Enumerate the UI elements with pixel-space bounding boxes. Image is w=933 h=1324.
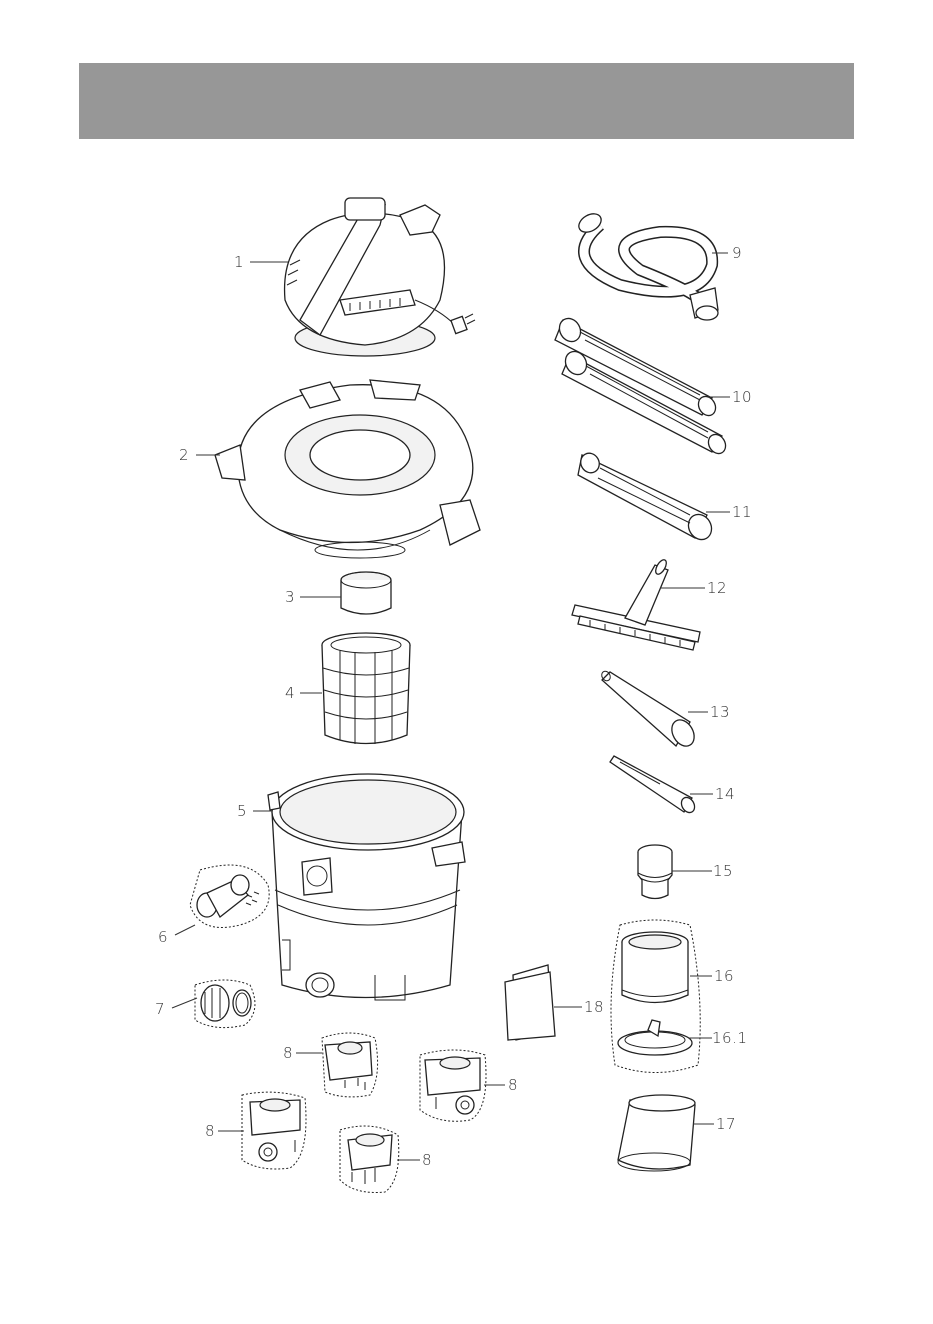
part-label-17: 17 [716, 1115, 736, 1133]
lid-icon [215, 380, 480, 558]
part-label-15: 15 [713, 862, 733, 880]
extension-wands-icon [555, 315, 729, 457]
part-label-8a: 8 [283, 1044, 293, 1062]
floor-nozzle-icon [572, 558, 700, 650]
part-label-10: 10 [732, 388, 752, 406]
part-label-11: 11 [732, 503, 752, 521]
hose-adapter-icon [638, 845, 672, 899]
part-label-16-1: 16.1 [712, 1029, 747, 1047]
caster-foot-icon [420, 1050, 486, 1121]
utility-nozzle-icon [600, 670, 699, 750]
foam-sleeve-icon [618, 1095, 695, 1171]
part-label-6: 6 [158, 928, 168, 946]
manual-icon [505, 965, 555, 1040]
crevice-tool-icon [610, 756, 697, 815]
caster-foot-icon [340, 1126, 399, 1193]
part-label-9: 9 [732, 244, 742, 262]
part-label-13: 13 [710, 703, 730, 721]
caster-foot-icon [242, 1092, 306, 1169]
inlet-adapter-icon [190, 865, 269, 928]
float-cap-icon [341, 572, 391, 614]
filter-cage-icon [322, 633, 410, 744]
part-label-3: 3 [285, 588, 295, 606]
tank-icon [268, 774, 465, 1000]
part-label-8b: 8 [508, 1076, 518, 1094]
part-label-12: 12 [707, 579, 727, 597]
part-label-14: 14 [715, 785, 735, 803]
part-label-4: 4 [285, 684, 295, 702]
part-label-2: 2 [179, 446, 189, 464]
filter-retainer-icon [618, 1020, 692, 1055]
part-label-16: 16 [714, 967, 734, 985]
part-label-1: 1 [234, 253, 244, 271]
part-label-5: 5 [237, 802, 247, 820]
wand-icon [577, 450, 716, 544]
part-label-8c: 8 [205, 1122, 215, 1140]
part-label-18: 18 [584, 998, 604, 1016]
part-label-7: 7 [155, 1000, 165, 1018]
part-label-8d: 8 [422, 1151, 432, 1169]
drain-cap-icon [195, 980, 255, 1028]
hose-icon [576, 210, 718, 320]
caster-foot-icon [322, 1033, 378, 1097]
motor-head-icon [285, 198, 475, 356]
